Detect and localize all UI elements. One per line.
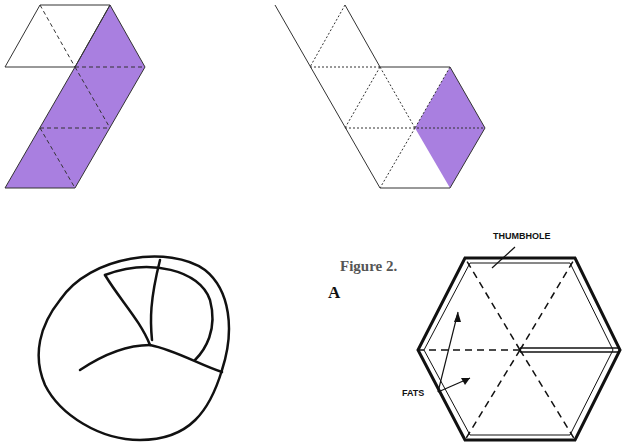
folded-loop bbox=[39, 257, 229, 440]
strip-net-left bbox=[5, 5, 145, 188]
figure-title: Figure 2. bbox=[340, 258, 397, 275]
callout-label: THUMBHOLE bbox=[493, 231, 551, 241]
hexagon-flexagon bbox=[418, 247, 620, 440]
callout-label: FATS bbox=[402, 388, 424, 398]
strip-net-right bbox=[275, 5, 485, 188]
figure-letter: A bbox=[328, 283, 340, 303]
